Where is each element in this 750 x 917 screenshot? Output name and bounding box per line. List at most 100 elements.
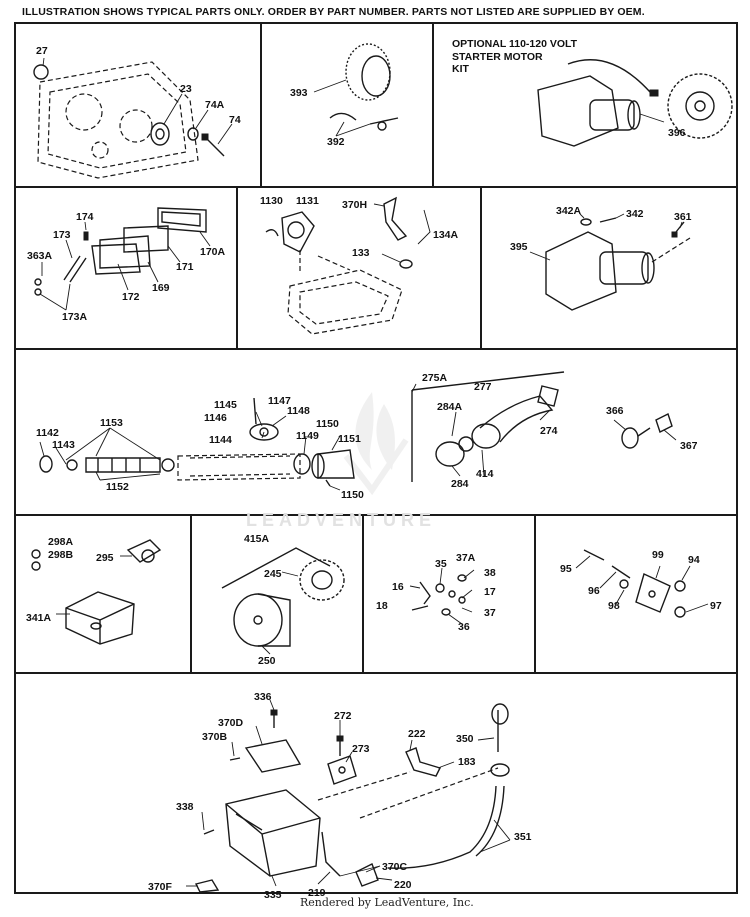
part-exhaust-elbow	[435, 385, 559, 467]
label-370H: 370H	[342, 199, 367, 211]
label-17: 17	[484, 586, 496, 598]
label-351: 351	[514, 831, 532, 843]
part-flywheel	[667, 73, 733, 139]
label-295: 295	[96, 552, 114, 564]
label-341A: 341A	[26, 612, 52, 624]
part-bolt	[201, 133, 225, 157]
label-170A: 170A	[200, 246, 226, 258]
label-37A: 37A	[456, 552, 476, 564]
label-23: 23	[180, 83, 192, 95]
part-cover-plate	[244, 739, 302, 773]
label-298B: 298B	[48, 549, 74, 561]
label-370D: 370D	[218, 717, 244, 729]
label-1152: 1152	[106, 481, 129, 493]
part-terminal	[329, 112, 399, 131]
part-bracket-273	[327, 755, 357, 785]
label-74: 74	[229, 114, 241, 126]
label-363A: 363A	[27, 250, 53, 262]
label-18: 18	[376, 600, 388, 612]
label-298A: 298A	[48, 536, 74, 548]
part-number-labels: 27 23 74A 74 393 392 396 174 173 363A 17…	[26, 45, 722, 901]
label-272: 272	[334, 710, 352, 722]
label-16: 16	[392, 581, 404, 593]
label-335: 335	[264, 889, 282, 901]
label-370B: 370B	[202, 731, 228, 743]
label-95: 95	[560, 563, 572, 575]
bracket-275a-top	[411, 371, 565, 391]
part-filter-element	[299, 559, 345, 601]
label-1153: 1153	[100, 417, 123, 429]
label-414: 414	[476, 468, 494, 480]
label-1145: 1145	[214, 399, 237, 411]
label-1150-top: 1150	[316, 418, 339, 430]
label-274: 274	[540, 425, 558, 437]
label-172: 172	[122, 291, 140, 303]
part-washer-298b	[31, 561, 41, 571]
part-pins	[34, 231, 89, 296]
label-1144: 1144	[209, 434, 232, 446]
part-primer-bulb	[265, 211, 315, 253]
starter-kit-line1: OPTIONAL 110-120 VOLT	[452, 38, 578, 50]
footer-credit: Rendered by LeadVenture, Inc.	[300, 896, 474, 909]
part-deflector	[293, 449, 355, 487]
label-173A: 173A	[62, 311, 88, 323]
part-starter-motor	[545, 231, 691, 311]
part-oil-seal	[150, 122, 170, 146]
label-133: 133	[352, 247, 370, 259]
label-220: 220	[394, 879, 412, 891]
label-174: 174	[76, 211, 94, 223]
label-1151: 1151	[338, 433, 361, 445]
label-1148: 1148	[287, 405, 310, 417]
label-171: 171	[176, 261, 194, 273]
label-336: 336	[254, 691, 272, 703]
label-284A: 284A	[437, 401, 463, 413]
part-shield	[345, 43, 391, 101]
label-370C: 370C	[382, 861, 408, 873]
part-breather-cover	[65, 591, 135, 645]
label-134A: 134A	[433, 229, 459, 241]
part-hose-351	[387, 785, 505, 869]
part-fuel-valve	[249, 397, 279, 441]
label-38: 38	[484, 567, 496, 579]
starter-kit-line3: KIT	[452, 63, 469, 75]
label-367: 367	[680, 440, 698, 452]
label-219: 219	[308, 887, 326, 899]
label-392: 392	[327, 136, 345, 148]
label-222: 222	[408, 728, 426, 740]
label-183: 183	[458, 756, 476, 768]
label-98: 98	[608, 600, 620, 612]
part-clip	[383, 196, 413, 269]
part-carburetor-body	[287, 250, 403, 335]
link-dashed-2	[359, 767, 499, 819]
part-screws	[580, 217, 685, 238]
part-starter-motor-kit	[537, 59, 659, 147]
part-breather-valve	[126, 539, 162, 563]
label-99: 99	[652, 549, 664, 561]
label-1130: 1130	[260, 195, 283, 207]
starter-kit-line2: STARTER MOTOR	[452, 50, 543, 63]
label-370F: 370F	[148, 881, 173, 893]
label-1142: 1142	[36, 427, 59, 439]
part-fittings	[621, 413, 673, 449]
bracket-415a	[221, 547, 331, 589]
label-1143: 1143	[52, 439, 75, 451]
watermark-text: LEADVENTURE	[246, 510, 437, 530]
label-284: 284	[451, 478, 469, 490]
part-washer	[187, 127, 199, 141]
label-35: 35	[435, 558, 447, 570]
label-37: 37	[484, 607, 496, 619]
label-393: 393	[290, 87, 308, 99]
label-250: 250	[258, 655, 276, 667]
panel-cover-assembly	[14, 672, 738, 894]
label-94: 94	[688, 554, 700, 566]
order-notice: ILLUSTRATION SHOWS TYPICAL PARTS ONLY. O…	[22, 6, 645, 18]
part-fuel-line-assembly	[39, 455, 175, 473]
label-97: 97	[710, 600, 722, 612]
label-96: 96	[588, 585, 600, 597]
label-1131: 1131	[296, 195, 319, 207]
part-retainer-ring	[33, 64, 49, 80]
part-governor-lever	[411, 574, 467, 616]
part-screws-cover	[203, 709, 344, 835]
